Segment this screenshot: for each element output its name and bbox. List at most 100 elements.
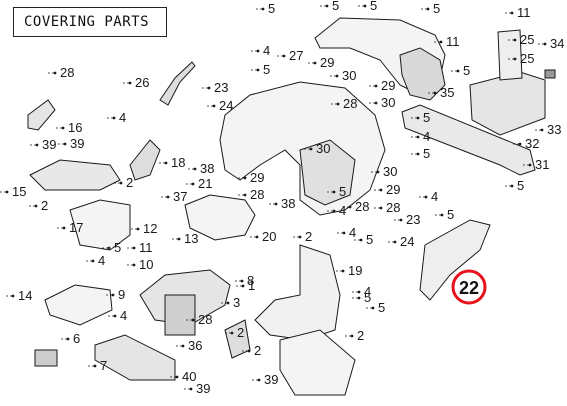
callout-number: 40 bbox=[182, 369, 196, 384]
callout-label: 12 bbox=[136, 221, 157, 236]
callout-label: 20 bbox=[255, 229, 276, 244]
callout-label: 11 bbox=[510, 5, 531, 20]
leader-dot bbox=[189, 387, 193, 391]
callout-label: 4 bbox=[91, 253, 105, 268]
callout-number: 39 bbox=[264, 372, 278, 387]
leader-dot bbox=[93, 364, 97, 368]
leader-dot bbox=[240, 279, 244, 283]
callout-number: 5 bbox=[114, 240, 121, 255]
callout-label: 4 bbox=[424, 189, 438, 204]
leader-dot bbox=[374, 101, 378, 105]
callout-number: 25 bbox=[520, 32, 534, 47]
leader-dot bbox=[350, 334, 354, 338]
leader-dot bbox=[540, 128, 544, 132]
leader-dot bbox=[113, 314, 117, 318]
callout-label: 5 bbox=[107, 240, 121, 255]
callout-number: 36 bbox=[188, 338, 202, 353]
callout-number: 28 bbox=[355, 199, 369, 214]
leader-dot bbox=[348, 205, 352, 209]
callout-label: 30 bbox=[376, 164, 397, 179]
leader-dot bbox=[212, 104, 216, 108]
leader-dot bbox=[191, 318, 195, 322]
callout-label: 31 bbox=[528, 157, 549, 172]
callout-label: 33 bbox=[540, 122, 561, 137]
callout-number: 11 bbox=[446, 34, 460, 49]
callout-label: 5 bbox=[440, 207, 454, 222]
callout-number: 10 bbox=[139, 257, 153, 272]
callout-number: 24 bbox=[219, 98, 233, 113]
part-bracket-lower bbox=[94, 334, 176, 381]
leader-dot bbox=[416, 135, 420, 139]
leader-dot bbox=[119, 181, 123, 185]
callout-number: 5 bbox=[364, 290, 371, 305]
part-seat-frame-38 bbox=[184, 194, 256, 241]
callout-label: 25 bbox=[513, 32, 534, 47]
leader-dot bbox=[426, 7, 430, 11]
callout-number: 8 bbox=[247, 273, 254, 288]
callout-label: 18 bbox=[164, 155, 185, 170]
callout-label: 21 bbox=[191, 176, 212, 191]
callout-label: 35 bbox=[433, 85, 454, 100]
callout-number: 27 bbox=[289, 48, 303, 63]
callout-number: 28 bbox=[250, 187, 264, 202]
leader-dot bbox=[399, 218, 403, 222]
callout-number: 12 bbox=[143, 221, 157, 236]
callout-number: 32 bbox=[525, 136, 539, 151]
leader-dot bbox=[230, 331, 234, 335]
callout-label: 28 bbox=[379, 200, 400, 215]
leader-dot bbox=[416, 152, 420, 156]
callout-number: 11 bbox=[517, 5, 531, 20]
leader-dot bbox=[543, 42, 547, 46]
leader-dot bbox=[193, 167, 197, 171]
callout-number: 3 bbox=[233, 295, 240, 310]
callout-label: 2 bbox=[298, 229, 312, 244]
leader-dot bbox=[261, 7, 265, 11]
callout-label: 10 bbox=[132, 257, 153, 272]
callout-label: 28 bbox=[191, 312, 212, 327]
callout-label: 5 bbox=[371, 300, 385, 315]
callout-number: 11 bbox=[139, 240, 153, 255]
callout-label: 28 bbox=[53, 65, 74, 80]
callout-label: 4 bbox=[332, 203, 346, 218]
highlight-callout: 22 bbox=[451, 269, 487, 305]
callout-number: 30 bbox=[316, 141, 330, 156]
callout-number: 4 bbox=[423, 129, 430, 144]
callout-label: 8 bbox=[240, 273, 254, 288]
part-left-cover-15 bbox=[29, 159, 121, 191]
callout-number: 2 bbox=[237, 325, 244, 340]
part-left-panel-17 bbox=[69, 199, 131, 251]
callout-number: 4 bbox=[120, 308, 127, 323]
callout-number: 1 bbox=[248, 278, 255, 293]
leader-dot bbox=[136, 227, 140, 231]
callout-number: 28 bbox=[60, 65, 74, 80]
callout-label: 30 bbox=[374, 95, 395, 110]
leader-dot bbox=[357, 296, 361, 300]
callout-label: 5 bbox=[363, 0, 377, 13]
leader-dot bbox=[62, 226, 66, 230]
leader-dot bbox=[53, 71, 57, 75]
callout-number: 5 bbox=[370, 0, 377, 13]
callout-number: 5 bbox=[378, 300, 385, 315]
leader-dot bbox=[243, 176, 247, 180]
leader-dot bbox=[241, 284, 245, 288]
leader-dot bbox=[282, 54, 286, 58]
callout-label: 2 bbox=[247, 343, 261, 358]
callout-number: 2 bbox=[41, 198, 48, 213]
leader-dot bbox=[164, 161, 168, 165]
leader-dot bbox=[341, 269, 345, 273]
leader-dot bbox=[63, 142, 67, 146]
part-trim-strip bbox=[159, 61, 196, 106]
leader-dot bbox=[363, 4, 367, 8]
callout-label: 32 bbox=[518, 136, 539, 151]
leader-dot bbox=[359, 238, 363, 242]
callout-number: 13 bbox=[184, 231, 198, 246]
callout-number: 38 bbox=[281, 196, 295, 211]
callout-label: 36 bbox=[181, 338, 202, 353]
callout-number: 4 bbox=[364, 284, 371, 299]
callout-label: 38 bbox=[274, 196, 295, 211]
callout-label: 38 bbox=[193, 161, 214, 176]
leader-dot bbox=[111, 293, 115, 297]
callout-label: 29 bbox=[243, 170, 264, 185]
leader-dot bbox=[91, 259, 95, 263]
